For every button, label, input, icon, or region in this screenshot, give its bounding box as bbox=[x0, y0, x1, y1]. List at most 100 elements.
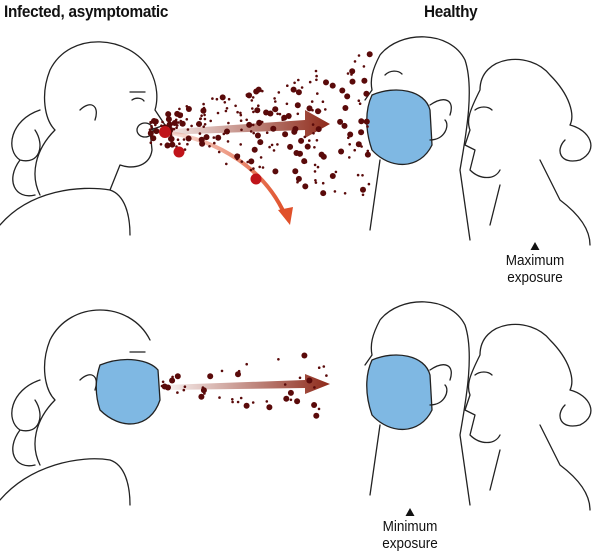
droplet bbox=[272, 106, 279, 113]
droplet bbox=[314, 69, 318, 73]
droplet bbox=[160, 384, 164, 388]
droplet bbox=[183, 385, 187, 389]
droplet bbox=[294, 398, 301, 405]
droplet bbox=[237, 154, 241, 157]
droplet bbox=[293, 150, 300, 156]
droplet bbox=[301, 352, 308, 359]
droplet bbox=[259, 156, 263, 159]
droplet bbox=[251, 96, 255, 99]
droplet bbox=[217, 150, 221, 154]
droplet bbox=[325, 374, 328, 377]
droplet bbox=[333, 190, 337, 193]
droplet bbox=[324, 108, 327, 111]
droplet bbox=[180, 112, 183, 116]
healthy-label: Healthy bbox=[424, 2, 478, 21]
droplet bbox=[316, 92, 319, 95]
droplet bbox=[254, 107, 261, 114]
droplet bbox=[149, 141, 153, 144]
droplet bbox=[220, 369, 224, 373]
droplet bbox=[198, 132, 202, 135]
infected-person-unmasked bbox=[0, 41, 166, 236]
droplet bbox=[203, 113, 206, 117]
droplet bbox=[182, 388, 186, 392]
maximum-exposure-text: Maximum exposure bbox=[505, 252, 565, 286]
droplet bbox=[186, 128, 190, 131]
droplet bbox=[175, 126, 178, 129]
droplet bbox=[201, 386, 205, 389]
droplet bbox=[185, 106, 192, 112]
droplet bbox=[253, 88, 260, 95]
droplet bbox=[202, 102, 205, 106]
droplet bbox=[308, 139, 311, 142]
droplet bbox=[200, 114, 203, 117]
droplet bbox=[235, 371, 241, 378]
droplet bbox=[208, 145, 211, 148]
droplet bbox=[250, 99, 254, 102]
droplet bbox=[274, 100, 277, 103]
droplet bbox=[358, 102, 362, 105]
droplet bbox=[236, 110, 239, 114]
droplet bbox=[213, 141, 216, 145]
droplet bbox=[219, 94, 226, 101]
droplet bbox=[235, 157, 239, 161]
droplet bbox=[313, 386, 316, 389]
droplet bbox=[304, 160, 308, 164]
droplet bbox=[257, 104, 260, 107]
droplet bbox=[227, 121, 230, 125]
droplet bbox=[270, 143, 274, 147]
droplet bbox=[315, 139, 319, 142]
droplet bbox=[278, 112, 282, 116]
droplet bbox=[266, 404, 273, 411]
droplet bbox=[306, 105, 313, 112]
droplet bbox=[276, 143, 279, 146]
droplet bbox=[348, 143, 352, 146]
droplet bbox=[198, 393, 205, 400]
droplet bbox=[225, 107, 229, 110]
droplet bbox=[254, 132, 261, 139]
droplet-cloud-bottom bbox=[160, 352, 328, 419]
droplet bbox=[177, 121, 180, 124]
droplet bbox=[186, 142, 189, 146]
droplet bbox=[164, 142, 171, 149]
droplet bbox=[283, 395, 290, 402]
droplet bbox=[316, 165, 320, 169]
droplet bbox=[227, 97, 231, 101]
droplet bbox=[216, 111, 220, 115]
droplet bbox=[313, 146, 316, 149]
droplet bbox=[308, 80, 312, 84]
droplet bbox=[296, 112, 300, 116]
reduced-spread-arrow bbox=[165, 374, 330, 394]
droplet bbox=[209, 119, 212, 123]
falling-arrowhead bbox=[278, 207, 293, 225]
droplet bbox=[159, 143, 163, 146]
falling-droplet-arrow bbox=[164, 130, 287, 216]
droplet bbox=[261, 166, 265, 169]
droplet bbox=[341, 122, 348, 129]
droplet bbox=[286, 84, 289, 87]
triangle-up-icon bbox=[405, 508, 415, 516]
droplet bbox=[169, 134, 173, 137]
face-mask bbox=[366, 354, 433, 431]
droplet bbox=[310, 100, 314, 103]
droplet bbox=[339, 87, 346, 94]
droplet bbox=[315, 108, 321, 115]
droplet bbox=[342, 105, 349, 111]
droplet bbox=[329, 173, 336, 179]
droplet bbox=[261, 89, 264, 93]
droplet bbox=[211, 97, 214, 100]
droplet bbox=[315, 126, 322, 133]
droplet bbox=[243, 402, 250, 409]
droplet bbox=[334, 170, 338, 174]
droplet bbox=[348, 156, 351, 159]
droplet bbox=[298, 154, 301, 157]
droplet bbox=[361, 77, 368, 84]
droplet bbox=[338, 148, 345, 155]
triangle-up-icon bbox=[530, 242, 540, 250]
droplet bbox=[169, 141, 176, 148]
droplet bbox=[294, 102, 301, 109]
droplet bbox=[350, 73, 353, 76]
minimum-exposure-note: Minimum exposure bbox=[374, 508, 446, 552]
droplet bbox=[272, 149, 276, 152]
droplet bbox=[353, 60, 357, 63]
